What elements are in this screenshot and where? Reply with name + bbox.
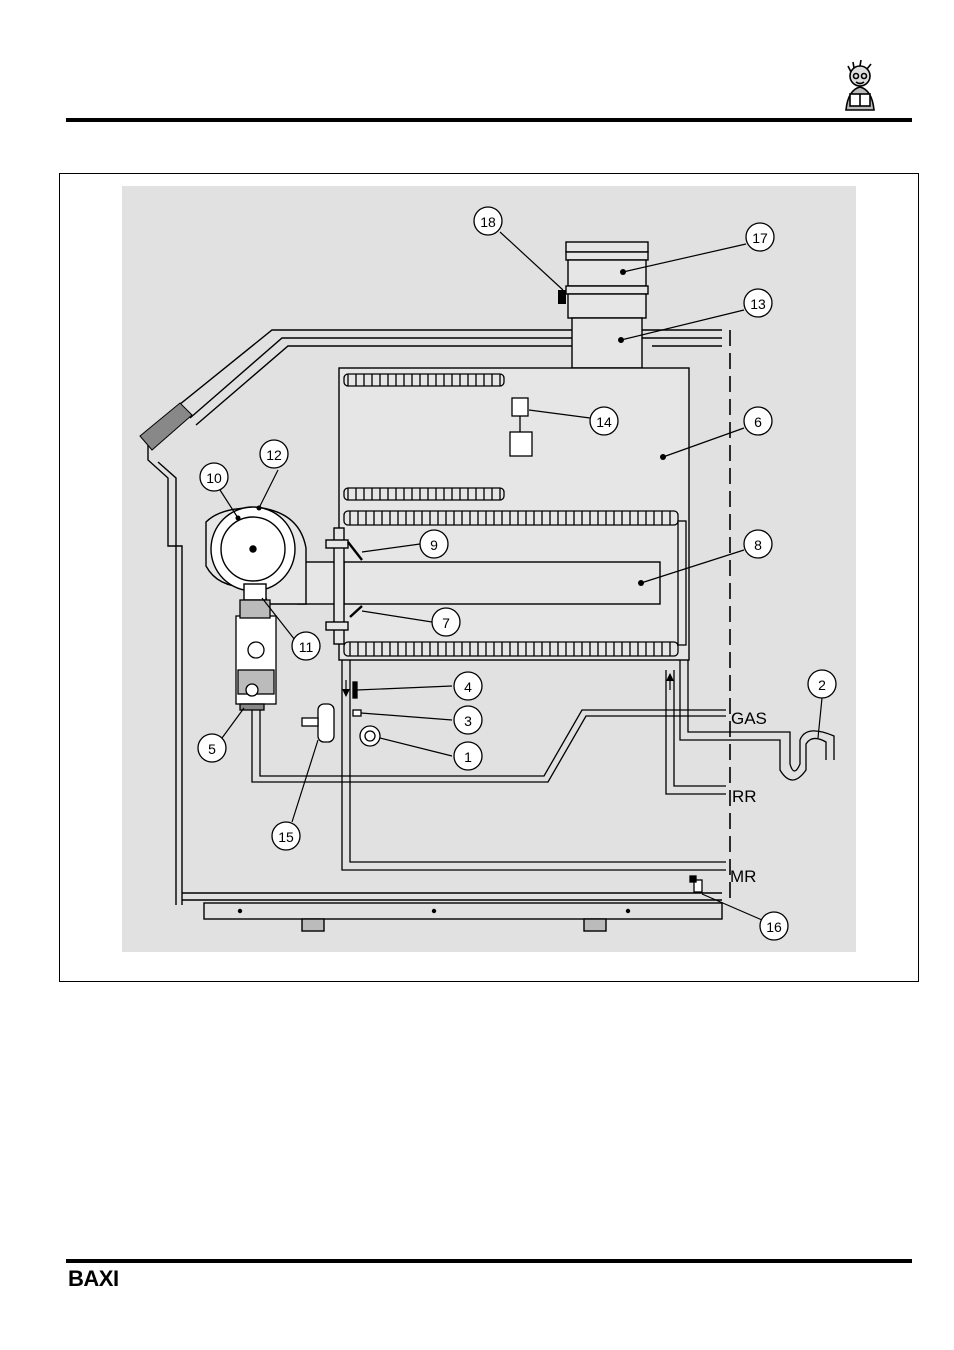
connection-label-gas: GAS — [731, 709, 767, 728]
callout-number-15: 15 — [278, 829, 294, 845]
callout-number-8: 8 — [754, 537, 762, 553]
flue-spigot — [566, 242, 648, 368]
callout-number-9: 9 — [430, 537, 438, 553]
callout-number-16: 16 — [766, 919, 782, 935]
callout-number-13: 13 — [750, 296, 766, 312]
callout-number-5: 5 — [208, 741, 216, 757]
callout-number-17: 17 — [752, 230, 768, 246]
callout-number-10: 10 — [206, 470, 222, 486]
gas-valve — [236, 600, 276, 710]
air-pressure-tap — [558, 290, 566, 304]
callout-number-11: 11 — [299, 639, 314, 655]
callout-number-14: 14 — [596, 414, 612, 430]
callout-number-12: 12 — [266, 447, 282, 463]
footer-rule — [66, 1259, 912, 1263]
callout-number-4: 4 — [464, 679, 472, 695]
brand-logo: BAXI — [68, 1266, 119, 1292]
callout-number-1: 1 — [464, 749, 472, 765]
callout-number-2: 2 — [818, 677, 826, 693]
callout-number-3: 3 — [464, 713, 472, 729]
connection-label-rr: RR — [732, 787, 757, 806]
connection-label-mr: MR — [730, 867, 756, 886]
callout-number-7: 7 — [442, 615, 450, 631]
callout-number-6: 6 — [754, 414, 762, 430]
callout-number-18: 18 — [480, 214, 496, 230]
